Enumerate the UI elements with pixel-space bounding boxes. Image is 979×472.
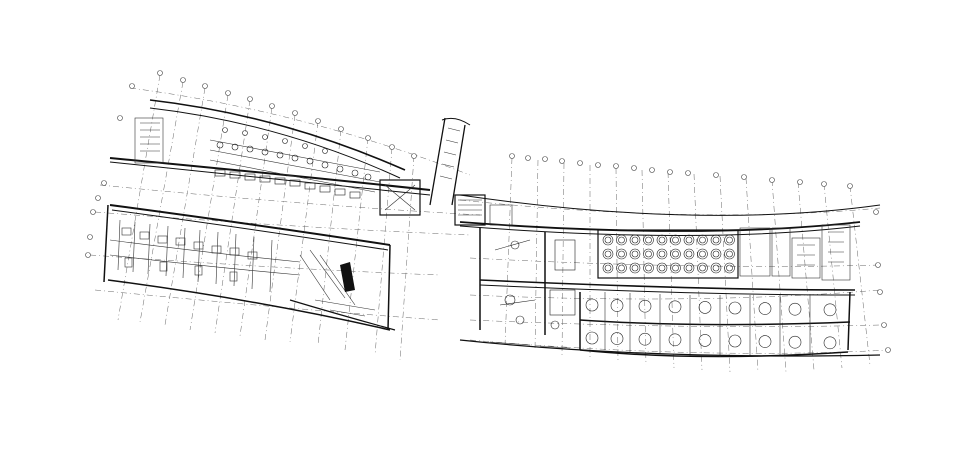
banquet-table-top [726, 236, 733, 244]
meeting-table [698, 301, 712, 314]
banquet-table [670, 262, 681, 274]
meeting-table [638, 332, 652, 346]
banquet-table [683, 234, 695, 246]
meeting-table [668, 333, 682, 347]
connector-bridge [429, 117, 471, 206]
banquet-table-top [726, 250, 733, 258]
banquet-table-top [618, 264, 625, 272]
banquet-table [710, 248, 722, 260]
banquet-table-top [631, 250, 639, 258]
banquet-table [710, 234, 722, 246]
banquet-table [724, 262, 735, 274]
banquet-table [670, 248, 681, 260]
banquet-table-top [631, 236, 639, 244]
banquet-table-top [672, 250, 679, 258]
banquet-table [629, 262, 641, 274]
banquet-table [616, 262, 627, 274]
meeting-table [728, 301, 742, 315]
banquet-table [656, 248, 668, 260]
banquet-table-top [685, 250, 693, 258]
banquet-table [602, 234, 614, 246]
banquet-table [602, 262, 614, 274]
banquet-table [697, 234, 708, 246]
banquet-table-top [645, 250, 652, 258]
banquet-hall [597, 229, 739, 279]
banquet-table-top [645, 236, 652, 244]
banquet-table-top [645, 264, 652, 272]
meeting-table [788, 335, 802, 349]
banquet-table [656, 234, 668, 246]
meeting-table [610, 299, 624, 312]
banquet-table-top [672, 236, 679, 244]
banquet-table [656, 262, 668, 274]
banquet-table-top [604, 236, 612, 244]
meeting-table [788, 302, 802, 316]
banquet-table-top [712, 250, 720, 258]
east-wing [454, 153, 891, 373]
banquet-table [616, 248, 627, 260]
banquet-table-top [658, 236, 666, 244]
meeting-table [585, 298, 599, 312]
banquet-table [643, 234, 654, 246]
banquet-table-top [604, 264, 612, 272]
west-stair-core [134, 117, 421, 292]
banquet-table-top [658, 250, 666, 258]
west-grid-bubbles [85, 70, 417, 258]
banquet-table-top [699, 250, 706, 258]
west-wing [85, 70, 481, 361]
meeting-table [610, 332, 624, 345]
banquet-table-top [618, 236, 625, 244]
banquet-table-top [712, 264, 720, 272]
east-meeting-rooms [579, 291, 851, 358]
banquet-table [602, 248, 614, 260]
banquet-table-top [658, 264, 666, 272]
banquet-table-top [672, 264, 679, 272]
meeting-table [823, 336, 837, 350]
banquet-table [724, 234, 735, 246]
banquet-table [670, 234, 681, 246]
banquet-table [724, 248, 735, 260]
banquet-table [697, 262, 708, 274]
banquet-table [643, 262, 654, 274]
banquet-table [643, 248, 654, 260]
banquet-table-top [712, 236, 720, 244]
meeting-table [823, 303, 837, 317]
banquet-table-top [699, 264, 706, 272]
banquet-table-top [699, 236, 706, 244]
meeting-table [585, 331, 599, 345]
banquet-table [697, 248, 708, 260]
east-service-rooms [739, 224, 851, 281]
meeting-table [668, 300, 682, 314]
east-lobby [494, 239, 576, 330]
banquet-table [629, 234, 641, 246]
banquet-table [683, 248, 695, 260]
meeting-table [698, 334, 712, 347]
banquet-table [616, 234, 627, 246]
banquet-table-top [685, 264, 693, 272]
banquet-table-top [685, 236, 693, 244]
banquet-table [629, 248, 641, 260]
west-booth-seating [209, 127, 381, 199]
banquet-table-top [618, 250, 625, 258]
east-stair-core [454, 194, 546, 335]
banquet-table [710, 262, 722, 274]
west-rooms [109, 219, 356, 306]
meeting-table [728, 334, 742, 348]
banquet-table-top [631, 264, 639, 272]
banquet-table-top [726, 264, 733, 272]
banquet-table-top [604, 250, 612, 258]
east-grid-bubbles [509, 153, 891, 353]
meeting-table [638, 299, 652, 313]
banquet-table [683, 262, 695, 274]
meeting-table [758, 302, 772, 315]
meeting-table [758, 335, 772, 348]
